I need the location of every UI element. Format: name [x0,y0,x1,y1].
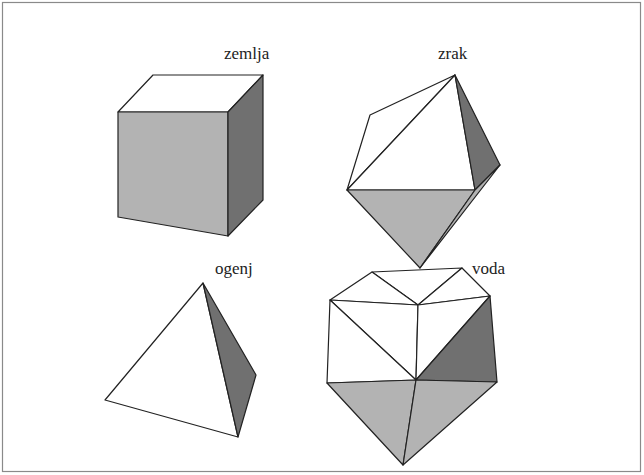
octahedron-face [347,75,475,190]
tetrahedron [105,283,256,437]
icosahedron-face [330,272,418,305]
tetrahedron-face [105,283,238,437]
element-label: ogenj [215,259,253,279]
tetrahedron-face [203,283,256,437]
frame [3,3,641,472]
icosahedron-face [403,380,497,465]
cube-face [118,112,228,236]
icosahedron-face [327,300,416,383]
icosahedron [327,268,497,465]
cube [118,75,263,236]
element-label: voda [472,259,505,279]
octahedron-face [420,165,500,268]
element-label: zrak [438,44,467,64]
octahedron [347,75,500,268]
element-label: zemlja [224,44,269,64]
cube-face [228,75,263,236]
icosahedron-face [327,380,416,465]
octahedron-face [347,190,475,268]
icosahedron-face [416,296,497,382]
